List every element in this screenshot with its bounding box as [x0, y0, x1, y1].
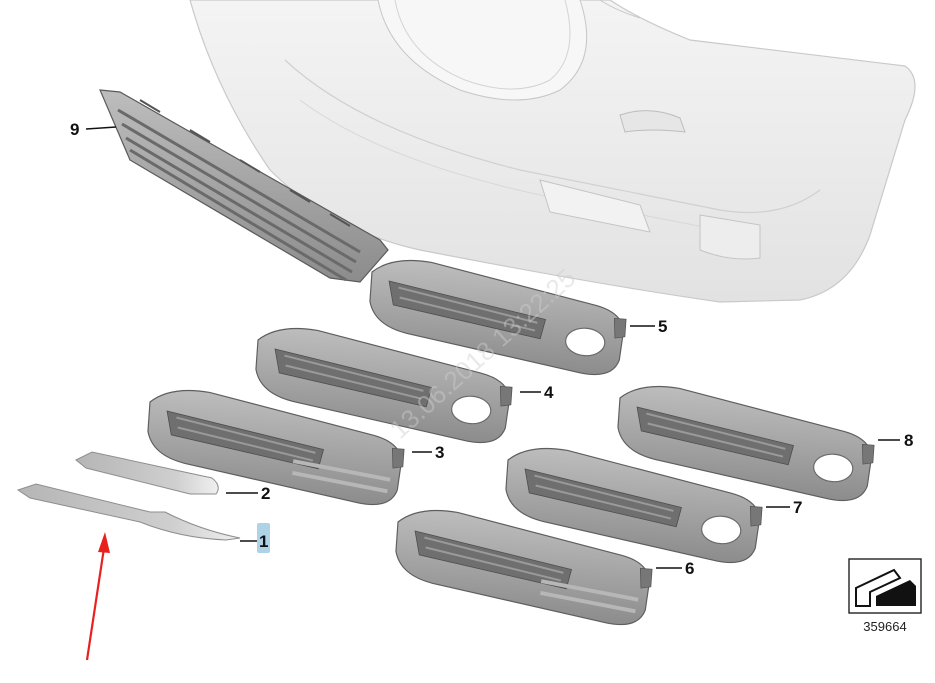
front-bumper — [189, 0, 916, 303]
trim-strip-long[interactable] — [16, 483, 241, 541]
arrow-to-car-icon[interactable] — [848, 558, 922, 614]
callout-leaders — [85, 126, 900, 569]
center-grille[interactable] — [99, 89, 389, 283]
callout-2[interactable]: 2 — [261, 484, 270, 503]
callout-6[interactable]: 6 — [685, 559, 694, 578]
callout-8[interactable]: 8 — [904, 431, 913, 450]
callout-highlight — [257, 523, 270, 553]
callout-1[interactable]: 1 — [259, 532, 268, 551]
callout-4[interactable]: 4 — [544, 383, 554, 402]
trim-strip-short[interactable] — [75, 451, 219, 495]
diagram-number: 359664 — [863, 619, 906, 634]
callout-9[interactable]: 9 — [70, 120, 79, 139]
callout-7[interactable]: 7 — [793, 498, 802, 517]
red-arrow — [85, 532, 110, 661]
callout-numbers: 9 5 4 3 8 2 7 1 6 — [70, 120, 913, 578]
callout-5[interactable]: 5 — [658, 317, 667, 336]
callout-3[interactable]: 3 — [435, 443, 444, 462]
